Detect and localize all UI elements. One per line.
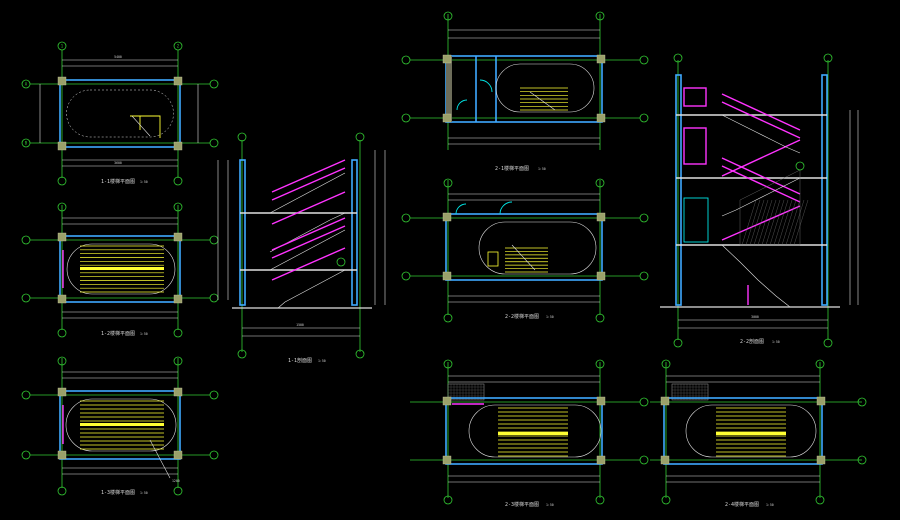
axis-label: B (25, 141, 28, 146)
dim-text: 3600 (114, 161, 122, 165)
plan-scale: 1:50 (766, 503, 774, 507)
hatch-line (741, 199, 757, 246)
stair-section-2-2: 3000 2-2剖面图 1:50 (660, 53, 859, 348)
hatch-line (773, 199, 789, 246)
hatch-line (777, 199, 793, 246)
axis-label: 2 (177, 44, 180, 49)
hatch-line (781, 199, 797, 246)
plan-caption: 2-4楼梯平面图 (725, 501, 759, 508)
plan-scale: 1:50 (140, 180, 148, 184)
section-caption: 1-1剖面图 (288, 357, 312, 364)
section-scale: 1:50 (318, 359, 326, 363)
plan-scale: 1:50 (546, 503, 554, 507)
hatch-line (745, 199, 761, 246)
section-scale: 1:50 (772, 340, 780, 344)
axis-label: 1 (61, 44, 64, 49)
plan-scale: 1:50 (538, 167, 546, 171)
stair-plan-2-2: 2-2楼梯平面图 1:50 (401, 178, 649, 323)
stair-plan-1-2: 1-2楼梯平面图 1:50 (21, 202, 219, 338)
plan-scale: 1:50 (140, 491, 148, 495)
stair-plan-2-3: 2-3楼梯平面图 1:50 (410, 359, 649, 508)
dim-text: 1500 (296, 323, 304, 327)
stair-plan-2-1: 2-1楼梯平面图 1:50 (401, 11, 649, 172)
hatch-line (769, 199, 785, 246)
axis-label: A (25, 82, 28, 87)
hatch-line (789, 199, 805, 246)
section-caption: 2-2剖面图 (740, 338, 764, 345)
plan-caption: 1-3楼梯平面图 (101, 489, 135, 496)
hatch-line (785, 199, 801, 246)
plan-caption: 2-3楼梯平面图 (505, 501, 539, 508)
plan-caption: 1-1楼梯平面图 (101, 178, 135, 185)
hatch-line (749, 199, 765, 246)
plan-scale: 1:50 (140, 332, 148, 336)
hatch-line (757, 199, 773, 246)
hatch-line (761, 199, 777, 246)
dim-text: 5400 (114, 55, 122, 59)
stair-plan-2-4: 2-4楼梯平面图 1:50 (650, 359, 867, 508)
plan-caption: 2-2楼梯平面图 (505, 313, 539, 320)
hatch-line (765, 199, 781, 246)
stair-plan-1-1: 5400 3600 1-1楼梯平面图 1:50 (21, 41, 219, 186)
dim-text: 3000 (751, 315, 759, 319)
plan-caption: 1-2楼梯平面图 (101, 330, 135, 337)
hatch-line (753, 199, 769, 246)
dim-text: 1200 (172, 479, 180, 483)
stair-plan-1-3: 1200 1-3楼梯平面图 1:50 (21, 356, 219, 496)
plan-scale: 1:50 (546, 315, 554, 319)
stair-section-1-1: 1500 1-1剖面图 1:50 (217, 132, 386, 364)
hatch-line (793, 199, 809, 246)
plan-caption: 2-1楼梯平面图 (495, 165, 529, 172)
